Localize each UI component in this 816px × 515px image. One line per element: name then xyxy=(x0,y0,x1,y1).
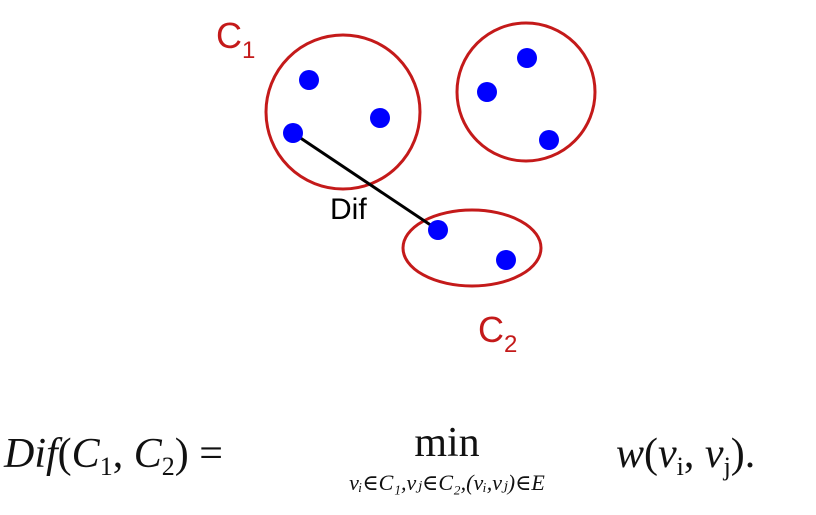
min-subscript: vᵢ∈C₁,vⱼ∈C₂,(vᵢ,vⱼ)∈E xyxy=(349,470,545,495)
formula-min-operator: min vᵢ∈C₁,vⱼ∈C₂,(vᵢ,vⱼ)∈E xyxy=(292,418,602,498)
dif-edge xyxy=(292,131,439,232)
label-dif: Dif xyxy=(330,193,367,226)
node xyxy=(299,70,319,90)
cluster-diagram: C1 Dif C2 xyxy=(216,15,597,358)
label-c2: C2 xyxy=(478,309,517,358)
node xyxy=(370,108,390,128)
cluster-top-right xyxy=(455,21,597,163)
node xyxy=(496,250,516,270)
dif-formula: Dif(C1, C2) = min vᵢ∈C₁,vⱼ∈C₂,(vᵢ,vⱼ)∈E … xyxy=(4,418,814,510)
node xyxy=(517,48,537,68)
node xyxy=(477,82,497,102)
node xyxy=(539,130,559,150)
node xyxy=(283,123,303,143)
label-c1: C1 xyxy=(216,15,255,64)
node xyxy=(428,220,448,240)
formula-rhs: w(vi, vj). xyxy=(616,431,756,481)
cluster-c1 xyxy=(264,33,422,191)
formula-lhs: Dif(C1, C2) = xyxy=(4,431,223,481)
min-word: min xyxy=(414,420,480,466)
cluster-c2 xyxy=(401,208,543,288)
